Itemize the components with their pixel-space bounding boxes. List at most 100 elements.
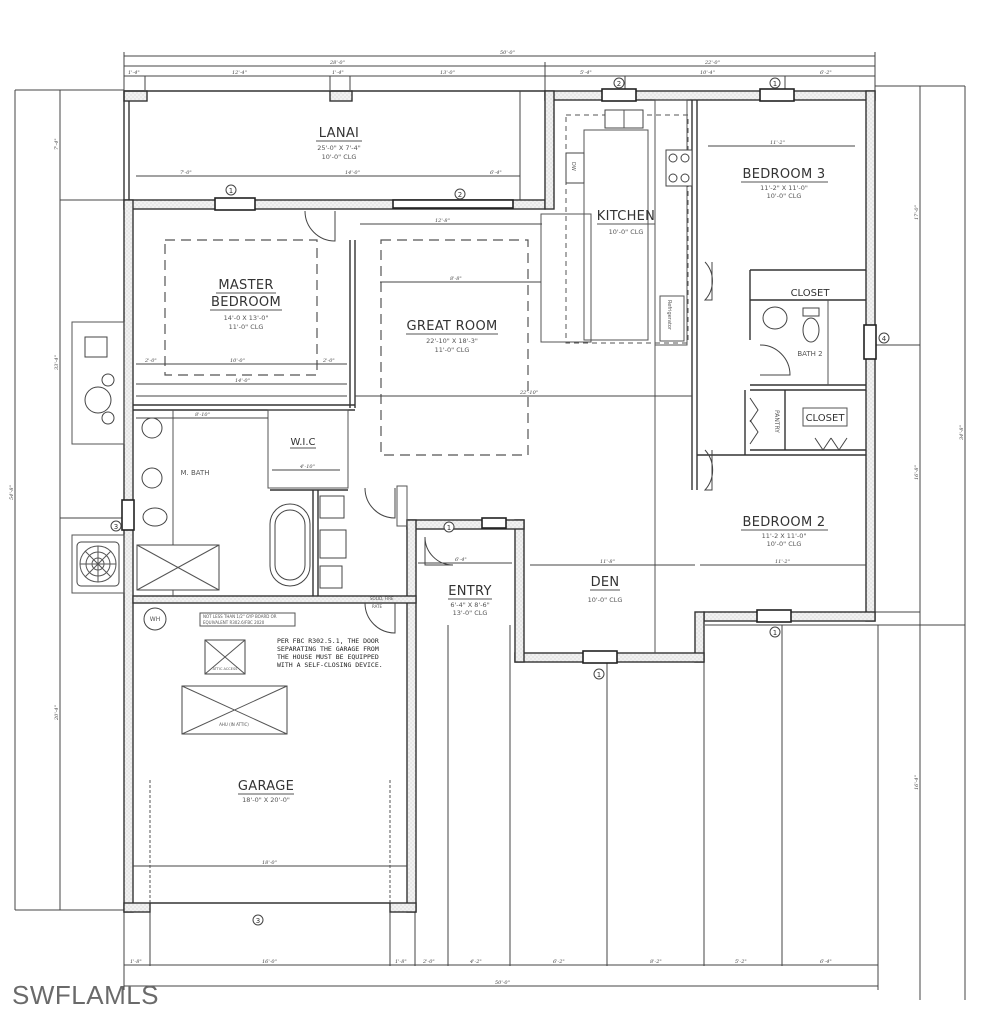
window-icon xyxy=(214,197,256,211)
window-tag: 1 xyxy=(447,524,451,532)
dim-seg: 12'-8" xyxy=(435,218,450,224)
dishwasher-label: DW xyxy=(570,162,576,171)
washer-icon xyxy=(319,529,347,559)
room-label-m-bath: M. BATH xyxy=(180,469,209,477)
dim-seg: 14'-0" xyxy=(235,378,250,384)
dim-right-overall: 34'-8" xyxy=(959,425,965,440)
room-label-closet-upper: CLOSET xyxy=(791,288,831,299)
window-tag: 4 xyxy=(882,335,887,343)
window-tag: 2 xyxy=(617,80,621,88)
window-tag: 1 xyxy=(773,80,777,88)
dim-top-overall: 50'-0" xyxy=(500,50,515,56)
dim-seg: 12'-4" xyxy=(232,70,247,76)
room-label-master-1: MASTER xyxy=(218,278,273,293)
room-label-den: DEN xyxy=(591,575,620,590)
refrigerator-label: Refrigerator xyxy=(666,300,672,331)
room-ceiling-den: 10'-0" CLG xyxy=(588,596,623,604)
door-swing-icon xyxy=(703,449,714,491)
room-label-bedroom-3: BEDROOM 3 xyxy=(743,167,826,182)
room-size-lanai: 25'-0" X 7'-4" xyxy=(317,144,361,152)
laundry-sink-icon xyxy=(319,495,345,519)
room-ceiling-entry: 13'-0" CLG xyxy=(453,609,488,617)
doors xyxy=(304,210,848,634)
room-label-lanai: LANAI xyxy=(319,126,359,141)
dim-right-upper: 17'-0" xyxy=(914,205,920,220)
room-size-great-room: 22'-10" X 18'-3" xyxy=(426,337,478,345)
dim-seg: 5'-2" xyxy=(735,959,747,965)
door-swing-icon xyxy=(304,210,336,242)
dim-seg: 11'-2" xyxy=(775,559,790,565)
room-labels: KITCHEN 10'-0" CLG BEDROOM 3 11'-2" X 11… xyxy=(180,167,848,804)
pool-equipment-pad xyxy=(71,321,125,445)
window-icon xyxy=(481,517,507,529)
door-swing-icon xyxy=(703,261,713,301)
toilet-icon xyxy=(802,317,820,343)
room-ceiling-bedroom-2: 10'-0" CLG xyxy=(767,540,802,548)
dim-seg: 10'-0" xyxy=(230,358,245,364)
sink-icon xyxy=(141,417,163,439)
windows xyxy=(121,88,877,904)
left-dimensions: 7'-4" 33'-4" 54'-8" 20'-4" xyxy=(9,89,124,911)
dim-seg: 1'-4" xyxy=(128,70,140,76)
window-tag: 3 xyxy=(114,523,118,531)
window-icon xyxy=(759,88,795,102)
note-gyp-board: NOT LESS THAN 1/2" GYP BOARD OR xyxy=(203,614,277,619)
door-swing-icon xyxy=(424,536,454,566)
sink-icon xyxy=(762,306,788,330)
room-label-wic: W.I.C xyxy=(290,437,315,448)
dim-left-overall: 54'-8" xyxy=(9,485,15,500)
dim-seg: 1'-8" xyxy=(395,959,407,965)
window-tag: 1 xyxy=(597,671,601,679)
window-icon xyxy=(756,609,792,623)
dim-seg: 6'-4" xyxy=(455,557,467,563)
room-label-pantry: PANTRY xyxy=(773,410,780,433)
dim-seg: 5'-4" xyxy=(580,70,592,76)
ac-condenser-pad xyxy=(71,534,125,594)
dishwasher-icon xyxy=(565,152,585,184)
dim-left-upper: 33'-4" xyxy=(54,355,60,370)
dim-bottom-overall: 50'-0" xyxy=(495,980,510,986)
room-size-master: 14'-0 X 13'-0" xyxy=(224,314,269,322)
dim-top-right: 22'-0" xyxy=(704,60,720,66)
window-icon xyxy=(121,499,135,531)
note-garage-door-code: WITH A SELF-CLOSING DEVICE. xyxy=(277,661,383,669)
room-label-bath-2: BATH 2 xyxy=(797,350,822,358)
dim-right-lower: 16'-8" xyxy=(914,465,920,480)
dim-seg: 6'-4" xyxy=(490,170,502,176)
window-tags: 1 2 2 1 1 4 3 1 1 3 xyxy=(110,77,890,926)
room-ceiling-lanai: 10'-0" CLG xyxy=(322,153,357,161)
sink-icon xyxy=(141,467,163,489)
room-ceiling-great-room: 11'-0" CLG xyxy=(435,346,470,354)
room-ceiling-master: 11'-0" CLG xyxy=(229,323,264,331)
right-dimensions: 17'-0" 16'-8" 34'-8" 16'-4" xyxy=(705,85,966,1000)
dim-seg: 11'-2" xyxy=(770,140,785,146)
fixtures: DW Refrigerator WH ATTIC ACCESS AHU (IN … xyxy=(71,109,820,905)
dim-seg: 8'-10" xyxy=(195,412,210,418)
toilet-icon xyxy=(142,507,168,527)
water-heater-icon xyxy=(143,607,167,631)
dim-seg: 11'-8" xyxy=(600,559,615,565)
room-size-entry: 6'-4" X 8'-6" xyxy=(450,601,489,609)
room-label-bedroom-2: BEDROOM 2 xyxy=(743,515,826,530)
note-garage-door-code: SEPARATING THE GARAGE FROM xyxy=(277,645,379,653)
water-heater-label: WH xyxy=(150,616,160,623)
dim-left-garage: 20'-4" xyxy=(54,705,60,721)
pool-pump-icon xyxy=(84,336,108,358)
dim-seg: 8'-8" xyxy=(450,276,462,282)
window-tag: 1 xyxy=(229,187,233,195)
attic-access-label: ATTIC ACCESS xyxy=(213,667,239,671)
dim-seg: 1'-4" xyxy=(332,70,344,76)
exterior-walls xyxy=(123,90,876,913)
dim-seg: 16'-0" xyxy=(262,959,277,965)
notes: NOT LESS THAN 1/2" GYP BOARD OR EQUIVALE… xyxy=(199,596,394,669)
window-icon xyxy=(863,324,877,360)
watermark-logo: SWFLAMLS xyxy=(12,980,160,1010)
dim-seg: 13'-0" xyxy=(440,70,455,76)
door-swing-icon xyxy=(759,344,791,376)
room-label-closet-lower: CLOSET xyxy=(806,413,846,424)
dryer-icon xyxy=(319,565,343,589)
window-icon xyxy=(601,88,637,102)
dim-seg: 2'-0" xyxy=(144,358,157,364)
room-ceiling-kitchen: 10'-0" CLG xyxy=(609,228,644,236)
